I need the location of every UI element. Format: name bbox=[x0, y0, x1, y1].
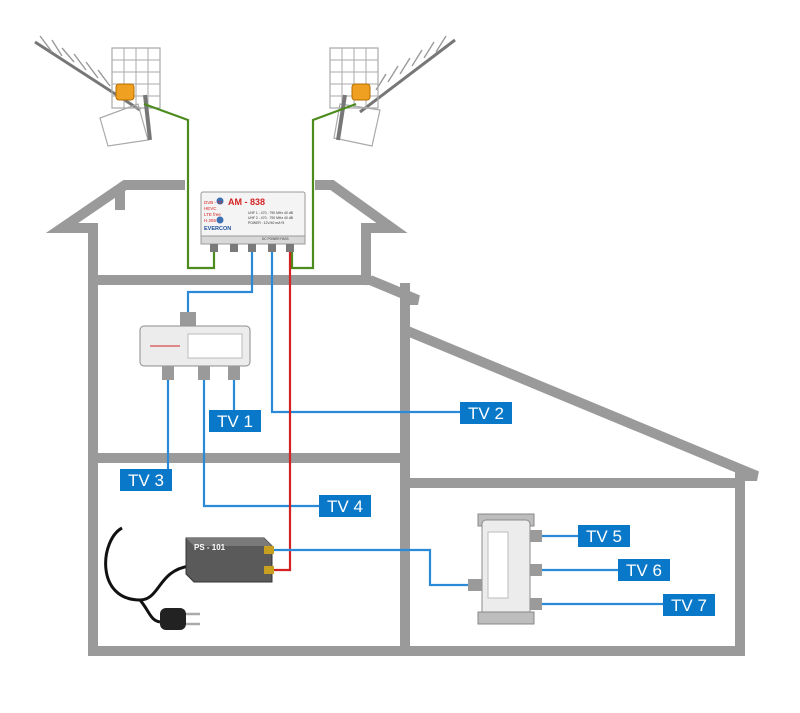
tv-label-5: TV 5 bbox=[578, 525, 630, 547]
gain-knob-icon bbox=[216, 216, 224, 224]
tv-label-2-text: TV 2 bbox=[468, 404, 504, 423]
tv-label-7: TV 7 bbox=[663, 594, 715, 616]
amplifier-feature-2: LTE free bbox=[204, 212, 221, 217]
splitter-input-port bbox=[180, 312, 196, 326]
tv-label-2: TV 2 bbox=[460, 402, 512, 424]
amplifier-spec-0: UHF 1 - 470 - 790 MHz 40 dB bbox=[248, 211, 294, 215]
tv-label-1-text: TV 1 bbox=[217, 412, 253, 431]
power-supply-ps101: PS - 101 bbox=[104, 526, 274, 630]
tv-label-4: TV 4 bbox=[319, 495, 371, 517]
tv-label-5-text: TV 5 bbox=[586, 527, 622, 546]
amplifier-spec-1: UHF 2 - 470 - 790 MHz 40 dB bbox=[248, 216, 294, 220]
tv-label-6: TV 6 bbox=[618, 559, 670, 581]
tv-label-4-text: TV 4 bbox=[327, 497, 363, 516]
splitter-3way bbox=[139, 312, 251, 380]
amplifier-model: AM - 838 bbox=[228, 197, 265, 207]
amplifier-feature-0: DVB - T2 bbox=[204, 200, 223, 205]
tv-label-7-text: TV 7 bbox=[671, 596, 707, 615]
power-plug-icon bbox=[160, 608, 200, 630]
annex-splitter-input-port bbox=[468, 579, 482, 591]
antenna-right bbox=[329, 35, 456, 147]
amplifier-brand: EVERCON bbox=[204, 226, 231, 232]
tv-label-1: TV 1 bbox=[209, 410, 261, 432]
house-outline bbox=[45, 180, 759, 656]
splitter-annex bbox=[468, 513, 542, 625]
antenna-left bbox=[34, 35, 161, 147]
tv-label-3-text: TV 3 bbox=[128, 471, 164, 490]
amplifier-ports bbox=[210, 244, 294, 252]
amplifier-am838: AM - 838 DVB - T2 HEVC LTE free H.265 EV… bbox=[200, 191, 306, 252]
tv-label-3: TV 3 bbox=[120, 469, 172, 491]
amplifier-feature-1: HEVC bbox=[204, 206, 217, 211]
gain-knob-icon bbox=[216, 197, 224, 205]
amplifier-dc-label: DC POWER PASS bbox=[262, 237, 289, 241]
amplifier-feature-3: H.265 bbox=[204, 218, 217, 223]
tv-label-6-text: TV 6 bbox=[626, 561, 662, 580]
amplifier-spec-2: POWER : 12V/40 mA+5 bbox=[248, 221, 284, 225]
power-supply-model: PS - 101 bbox=[194, 543, 226, 552]
